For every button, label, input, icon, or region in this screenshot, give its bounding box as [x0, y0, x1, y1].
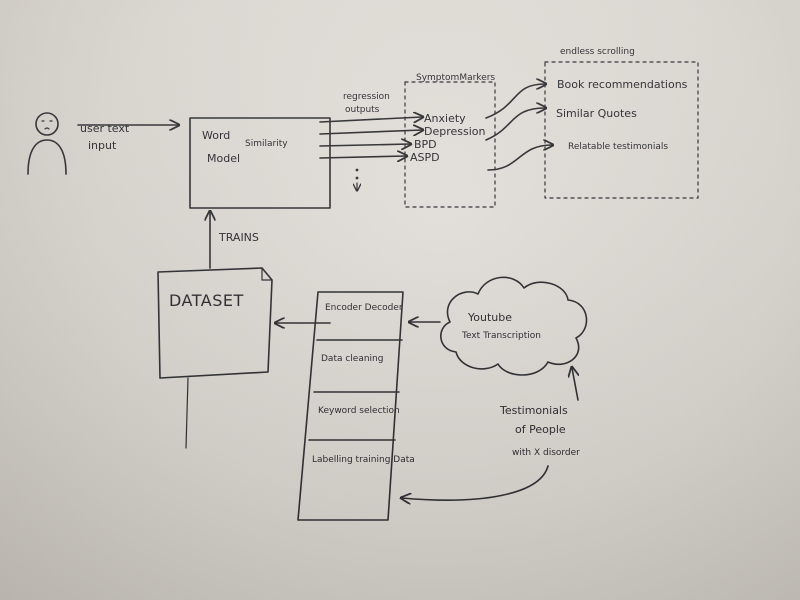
symptom-aspd: ASPD — [410, 151, 440, 164]
symptom-depression: Depression — [424, 125, 486, 138]
output-quotes: Similar Quotes — [556, 107, 637, 120]
model-title-similarity: Similarity — [245, 139, 288, 149]
regression-label-1: regression — [343, 92, 390, 102]
symptom-markers-title: SymptomMarkers — [416, 73, 495, 83]
youtube-cloud — [440, 276, 588, 376]
arrow-to-bpd — [319, 144, 410, 146]
endless-scrolling-box — [544, 61, 699, 199]
cloud-label-1: Youtube — [467, 311, 512, 324]
user-face — [41, 120, 53, 130]
pipeline-stack — [297, 291, 404, 521]
testimonials-line-2: of People — [515, 423, 566, 436]
arrow-testimonials-to-labelling — [402, 465, 549, 500]
pipeline-step-4: Labelling training Data — [312, 455, 415, 465]
arrow-testimonials-to-cloud — [572, 368, 578, 401]
regression-label-2: outputs — [345, 105, 380, 115]
symptom-anxiety: Anxiety — [424, 112, 466, 125]
cloud-label-2: Text Transcription — [461, 331, 541, 341]
model-title-model: Model — [207, 152, 240, 165]
more-outputs-dots — [356, 168, 359, 190]
pipeline-step-3: Keyword selection — [318, 406, 400, 416]
dataset-stem — [185, 377, 189, 449]
arrow-to-quotes — [485, 108, 545, 141]
user-figure — [27, 112, 67, 175]
arrow-to-books — [485, 84, 545, 119]
user-input-label-1: user text — [80, 122, 130, 135]
arrow-to-depression — [319, 130, 422, 134]
pipeline-step-2: Data cleaning — [321, 354, 383, 364]
arrow-to-aspd — [319, 156, 406, 158]
user-body — [27, 139, 67, 175]
symptom-bpd: BPD — [414, 138, 437, 151]
output-testimonials: Relatable testimonials — [568, 142, 668, 152]
pipeline-step-1a: Encoder Decoder — [325, 303, 403, 313]
trains-label: TRAINS — [218, 231, 259, 244]
dataset-fold — [261, 267, 273, 281]
arrow-to-anxiety — [319, 117, 422, 122]
testimonials-line-1: Testimonials — [499, 404, 568, 417]
output-books: Book recommendations — [557, 78, 688, 91]
model-title-word: Word — [202, 129, 230, 142]
dataset-label: DATASET — [169, 291, 244, 310]
testimonials-line-3: with X disorder — [512, 448, 580, 458]
arrow-to-testimonials — [487, 145, 552, 171]
user-input-label-2: input — [88, 139, 117, 152]
endless-scrolling-title: endless scrolling — [560, 47, 635, 57]
user-head-icon — [35, 112, 59, 136]
model-box — [189, 117, 331, 209]
dataset-box — [157, 267, 273, 379]
